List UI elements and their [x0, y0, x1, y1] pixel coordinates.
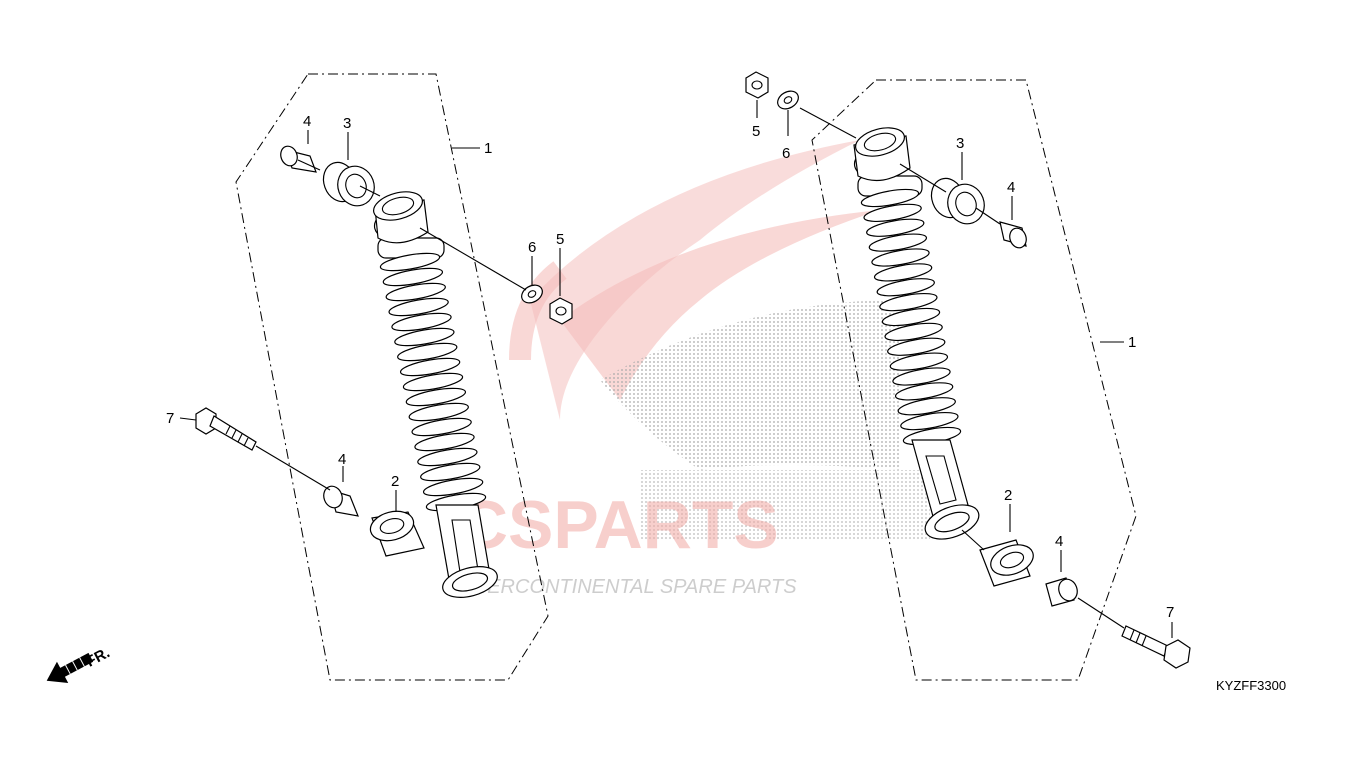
left-callout-3: 3 — [343, 115, 351, 132]
diagram-code: KYZFF3300 — [1216, 678, 1286, 693]
right-callout-6: 6 — [782, 145, 790, 162]
spring-coil — [881, 307, 941, 327]
left-assembly-outline — [235, 73, 549, 681]
right-callout-5: 5 — [752, 123, 760, 140]
spring-coil — [866, 218, 925, 237]
right-callout-1: 1 — [1128, 334, 1136, 351]
watermark-brand: ICSPARTS — [440, 487, 779, 563]
spring-coil — [385, 282, 446, 302]
left-callout-5: 5 — [556, 231, 564, 248]
right-shock-assembly: 1 2 3 4 4 5 6 7 — [745, 71, 1191, 681]
left-callout-2: 2 — [391, 473, 399, 490]
right-callout-3: 3 — [956, 135, 964, 152]
right-collar-4-bottom — [1045, 577, 1078, 607]
right-callout-4-bottom: 4 — [1055, 533, 1063, 550]
left-nut-5 — [549, 297, 573, 325]
spring-coil — [408, 402, 469, 422]
front-label: FR. — [83, 644, 112, 670]
right-callout-4-top: 4 — [1007, 179, 1015, 196]
spring-coil — [382, 267, 444, 287]
spring-coil — [422, 477, 484, 497]
spring-coil — [379, 252, 441, 272]
spring-coil — [397, 342, 458, 362]
spring-coil — [894, 382, 954, 401]
spring-coil — [863, 203, 922, 223]
left-shock-assembly: 1 2 3 4 4 5 6 7 — [166, 73, 573, 681]
left-collar-4-bottom — [323, 485, 359, 517]
spring-coil — [900, 411, 959, 431]
spring-coil — [391, 312, 452, 332]
right-shock-absorber — [853, 127, 980, 540]
spring-coil — [879, 292, 938, 312]
left-rubber-bush-3 — [322, 161, 375, 207]
spring-coil — [388, 297, 449, 317]
right-collar-4-top — [999, 221, 1027, 249]
spring-coil — [892, 367, 951, 386]
spring-coil — [405, 387, 467, 407]
front-direction-arrow — [46, 652, 94, 683]
right-assembly-outline — [811, 79, 1137, 681]
left-washer-6 — [521, 284, 543, 304]
spring-coil — [889, 352, 949, 371]
spring-coil — [414, 432, 475, 452]
left-callout-7: 7 — [166, 410, 174, 427]
left-callout-4-top: 4 — [303, 113, 311, 130]
left-bolt-7 — [195, 407, 257, 451]
spring-coil — [876, 278, 935, 297]
right-callout-7: 7 — [1166, 604, 1174, 621]
spring-coil — [873, 263, 933, 282]
spring-coil — [860, 188, 920, 208]
watermark-logo — [509, 140, 930, 540]
spring-coil — [399, 357, 461, 377]
right-bolt-7 — [1121, 625, 1191, 669]
spring-coil — [394, 327, 455, 347]
spring-coil — [420, 462, 481, 482]
spring-coil — [884, 322, 943, 342]
spring-coil — [887, 337, 946, 356]
spring-coil — [868, 233, 928, 252]
left-shock-absorber — [373, 191, 498, 598]
left-callout-6: 6 — [528, 239, 536, 256]
watermark-tagline: INTERCONTINENTAL SPARE PARTS — [455, 576, 797, 598]
spring-coil — [411, 417, 472, 437]
right-washer-6 — [777, 90, 799, 110]
left-callout-4-bottom: 4 — [338, 451, 346, 468]
spring-coil — [417, 447, 478, 467]
spring-coil — [897, 397, 956, 416]
right-callout-2: 2 — [1004, 487, 1012, 504]
right-nut-5 — [745, 71, 769, 99]
right-bush-2 — [979, 539, 1034, 587]
left-callout-1: 1 — [484, 140, 492, 157]
left-collar-4-top — [280, 145, 317, 173]
spring-coil — [402, 372, 464, 392]
left-bush-2 — [369, 510, 425, 557]
spring-coil — [871, 248, 930, 267]
right-rubber-bush-3 — [930, 177, 985, 225]
